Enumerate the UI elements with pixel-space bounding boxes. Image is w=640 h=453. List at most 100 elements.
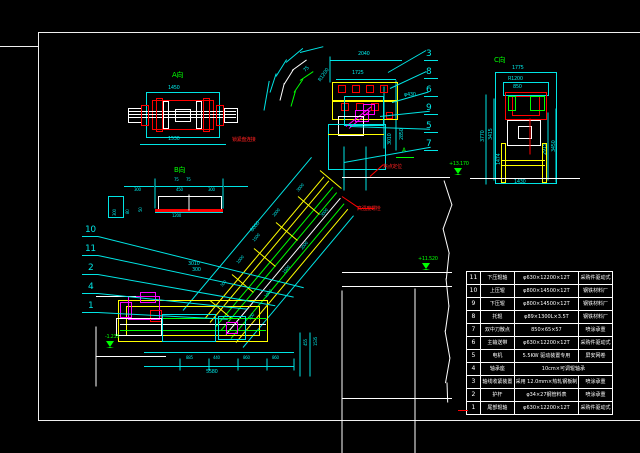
part-name: 下压辊 xyxy=(479,297,515,311)
leader-num-11[interactable]: 11 xyxy=(85,244,96,254)
part-spec: φ630×12200×12T xyxy=(513,401,580,415)
dim-1430: 1430 xyxy=(514,179,526,185)
elev-triangle-low xyxy=(106,341,114,348)
leader-num-2[interactable]: 2 xyxy=(88,263,94,273)
arc-leader-1 xyxy=(263,80,270,111)
belt-line-b xyxy=(155,209,223,212)
arc-seg-4 xyxy=(269,73,277,93)
leader-num-1[interactable]: 1 xyxy=(88,301,94,311)
leader-tick-11 xyxy=(82,255,98,256)
table-row[interactable]: 4 轴承座 10cm×可调辊轴承 xyxy=(466,362,614,376)
dim-stack-b xyxy=(108,196,124,218)
head-housing-outer xyxy=(332,82,398,102)
frame-left-tab xyxy=(0,46,38,47)
leader-num-6[interactable]: 6 xyxy=(426,85,432,95)
dim-tick-3 xyxy=(237,358,239,371)
dim-ext-side-1 xyxy=(299,332,301,377)
leader-num-5[interactable]: 5 xyxy=(426,121,432,131)
break-line-1 xyxy=(443,180,453,206)
table-row[interactable]: 7 双中刀散点 850×65×57 喷涂承重 xyxy=(466,323,613,337)
table-row[interactable]: 1 尾部辊轴 φ630×12200×12T 采购件驱动式 xyxy=(466,401,613,415)
pit-floor xyxy=(96,356,166,357)
part-spec: 5.5KW 驱动装置专用 xyxy=(513,349,580,363)
leader-tick-1 xyxy=(82,312,98,313)
drive-shaft-hub2 xyxy=(363,104,375,115)
leader-num-3[interactable]: 3 xyxy=(426,49,432,59)
leader-tick-5 xyxy=(424,132,438,133)
part-no: 9 xyxy=(466,297,481,311)
part-spec: φ630×12200×12T xyxy=(513,336,580,350)
dim-box-a xyxy=(146,92,220,138)
dim-frame-c-inner xyxy=(503,82,549,96)
dim-3010-head: 3010 xyxy=(387,133,393,145)
dim-80: 80 xyxy=(125,209,130,215)
part-name: 托辊 xyxy=(479,310,515,324)
part-material: 喷涂承重 xyxy=(578,323,613,337)
part-material: 采购件驱动式 xyxy=(578,336,613,350)
dim-860-b: 860 xyxy=(272,355,279,360)
part-spec: φ630×12200×12T xyxy=(513,271,580,285)
part-spec: 10cm×可调辊轴承 xyxy=(513,362,614,376)
part-no: 10 xyxy=(466,284,481,298)
table-row[interactable]: 3 轴线收紧装置 采用 12.0mm×热轧钢板制 喷涂承重 xyxy=(466,375,613,389)
shaft-centerline-a xyxy=(128,114,236,115)
table-row[interactable]: 6 主输送带 φ630×12200×12T 采购件驱动式 xyxy=(466,336,613,350)
table-row[interactable]: 2 护杆 φ34×27钢管料表 喷涂承重 xyxy=(466,388,613,402)
table-row[interactable]: 11 下压辊轴 φ630×12200×12T 采购件驱动式 xyxy=(466,271,613,285)
part-name: 主输送带 xyxy=(479,336,515,350)
dim-phi430: φ430 xyxy=(404,92,416,98)
tower-beam xyxy=(328,134,384,135)
elev-11520: +11.520 xyxy=(418,256,438,262)
part-material: 采购件驱动式 xyxy=(578,401,613,415)
elev-minus-1235: -1.235 xyxy=(105,334,120,340)
arc-seg-1 xyxy=(285,47,304,63)
head-roller-2 xyxy=(352,85,360,93)
ext-c-left xyxy=(485,94,487,185)
part-spec: φ800×14500×12T xyxy=(513,284,580,298)
dim-tick-2 xyxy=(208,358,210,371)
dim-1000-a: 1000 xyxy=(235,254,245,265)
arc-seg-3 xyxy=(275,59,288,77)
table-row[interactable]: 9 下压辊 φ800×14500×12T 钢铁材料厂 xyxy=(466,297,613,311)
parts-list-table[interactable]: 11 下压辊轴 φ630×12200×12T 采购件驱动式 10 上压辊 φ80… xyxy=(466,271,614,415)
motor-block-c xyxy=(530,96,545,111)
dim-1775: 1775 xyxy=(512,65,524,71)
note-leader-bolts xyxy=(341,196,359,209)
dim-line-top-2040 xyxy=(330,60,402,61)
part-name: 轴承座 xyxy=(479,362,515,376)
bearing-right-a xyxy=(224,108,238,123)
leader-tick-3 xyxy=(424,60,438,61)
leader-num-10[interactable]: 10 xyxy=(85,225,96,235)
part-no: 11 xyxy=(466,271,481,285)
detail-label-c: C向 xyxy=(494,56,506,64)
break-line-9 xyxy=(446,382,449,403)
leader-num-9[interactable]: 9 xyxy=(426,103,432,113)
dim-2850: 2850 xyxy=(399,128,405,140)
dim-3000-a: 3000 xyxy=(295,182,305,193)
web-right-a xyxy=(196,101,202,129)
leader-num-8[interactable]: 8 xyxy=(426,67,432,77)
head-tower-outline xyxy=(328,124,386,170)
ext-v-b2 xyxy=(222,178,224,209)
tower-vert-1 xyxy=(343,146,345,191)
dim-1450: 1450 xyxy=(168,85,180,91)
motor-block-c2 xyxy=(508,96,516,111)
dim-455: 455 xyxy=(303,339,308,346)
table-row[interactable]: 10 上压辊 φ800×14500×12T 钢铁材料厂 xyxy=(466,284,613,298)
shaft-line-a2 xyxy=(128,111,236,112)
dim-chain-line xyxy=(144,352,294,353)
ground-line-main xyxy=(96,296,136,297)
break-line-8 xyxy=(444,357,451,384)
dim-850: 850 xyxy=(513,84,522,90)
leader-num-7[interactable]: 7 xyxy=(426,139,432,149)
wall-left xyxy=(341,290,343,453)
base-beam-c2 xyxy=(501,165,545,166)
leader-num-4[interactable]: 4 xyxy=(88,282,94,292)
part-name: 轴线收紧装置 xyxy=(479,375,515,389)
ground-line-c xyxy=(470,178,580,179)
table-row[interactable]: 8 托辊 φ89×1300L×3.5T 钢铁材料厂 xyxy=(466,310,613,324)
dim-450: 450 xyxy=(176,187,183,192)
table-row[interactable]: 5 电机 5.5KW 驱动装置专用 屏安网卷 xyxy=(466,349,613,363)
bend-pulley-outline xyxy=(338,116,364,136)
